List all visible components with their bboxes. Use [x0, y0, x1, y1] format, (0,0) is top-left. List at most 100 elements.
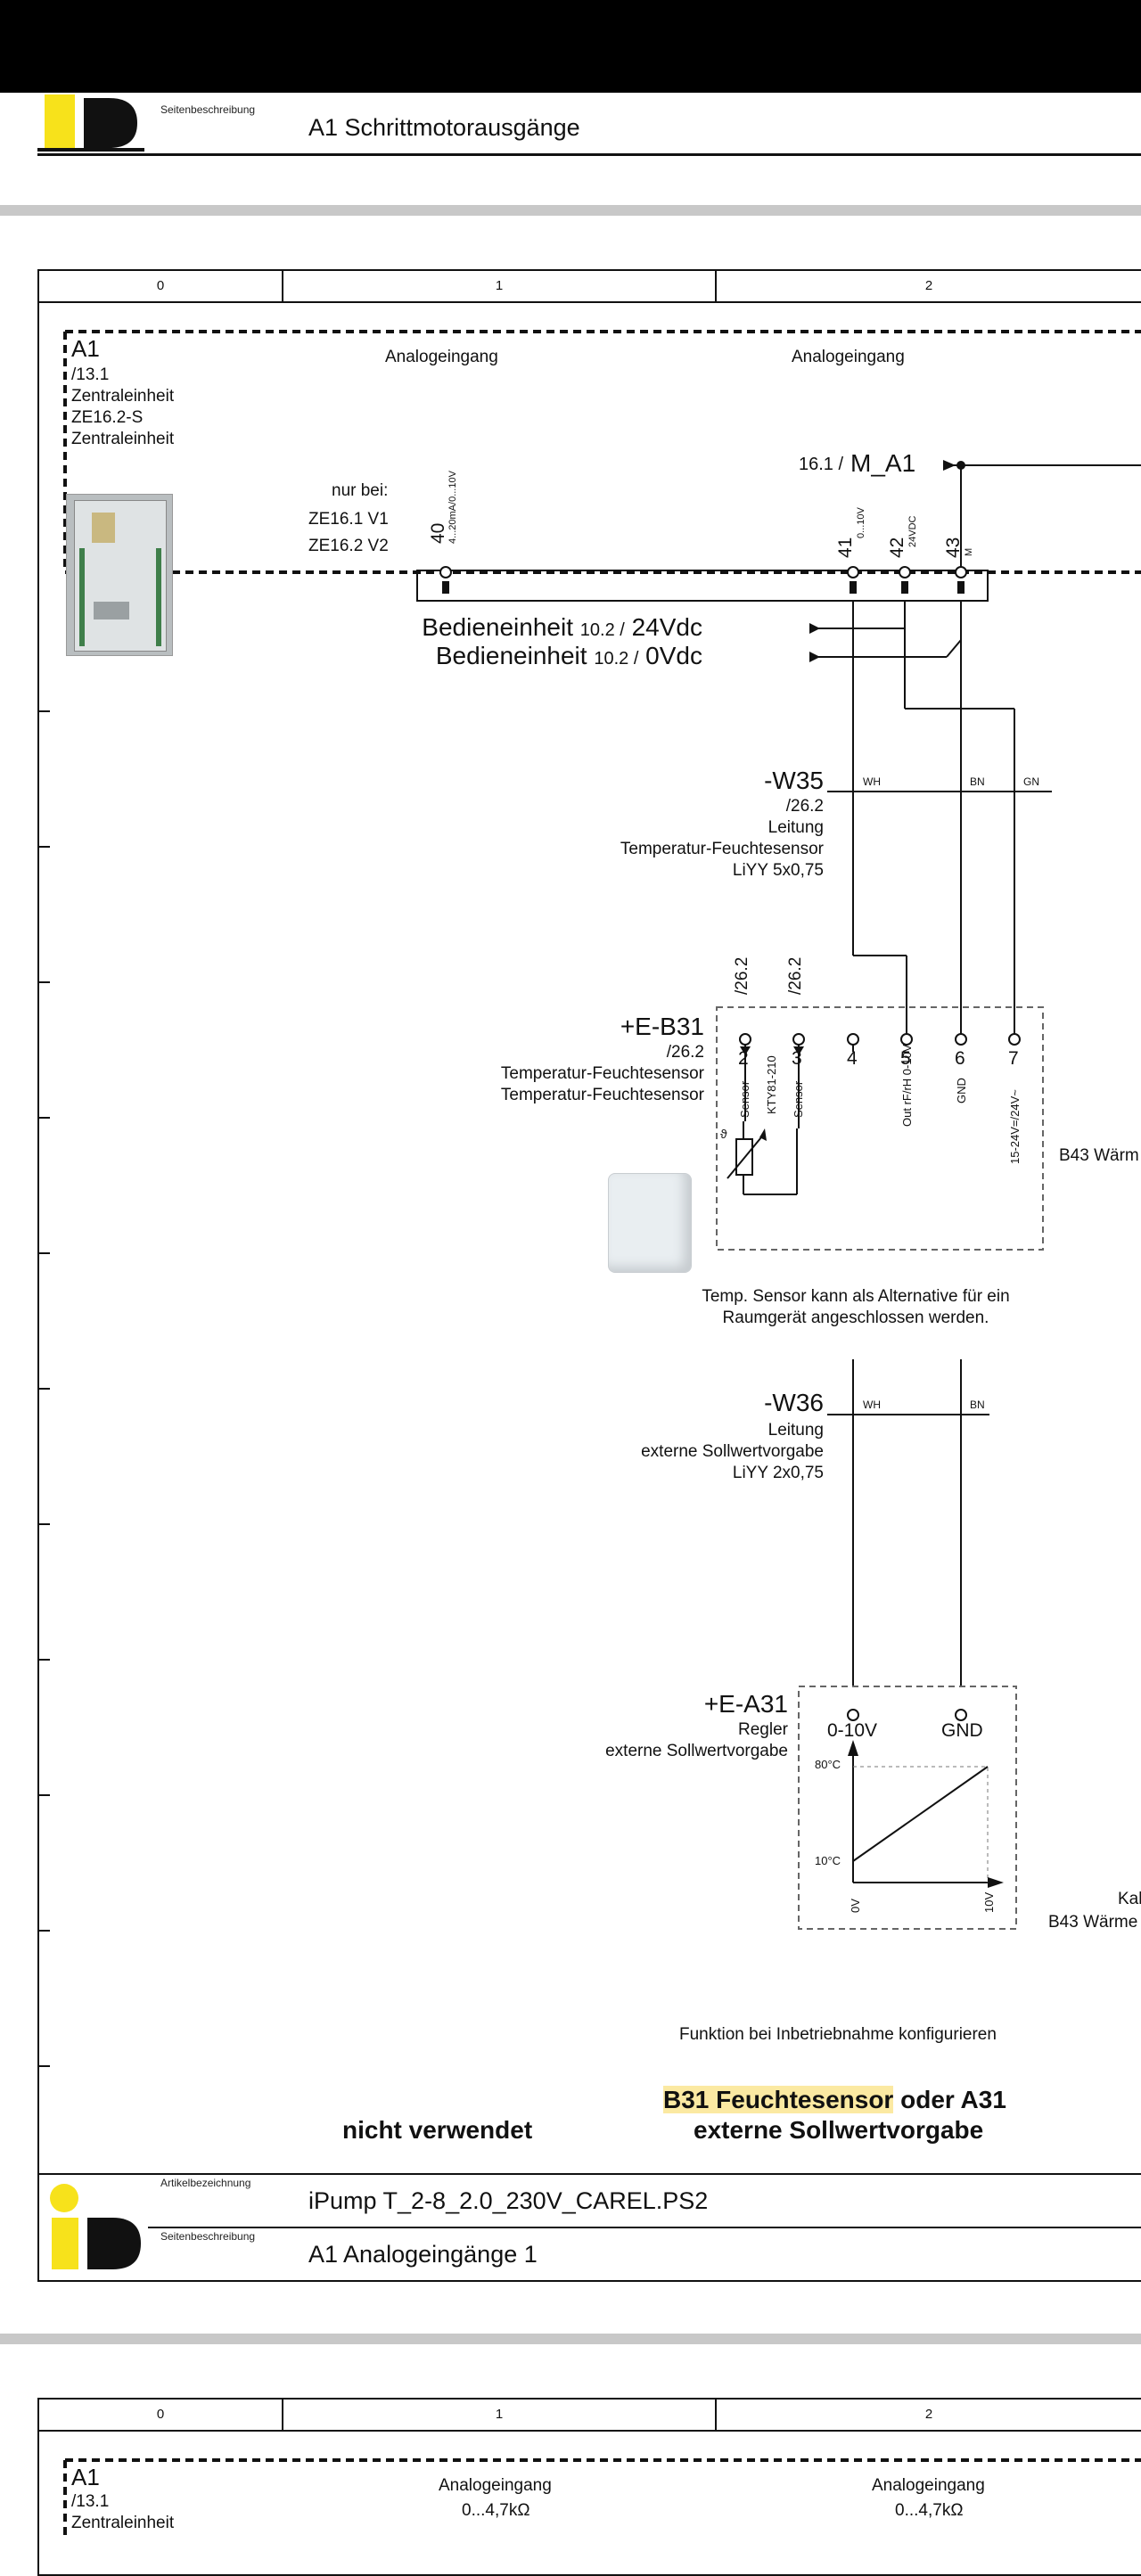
- label-not-used: nicht verwendet: [342, 2116, 533, 2144]
- w35-ref: /26.2: [785, 797, 824, 816]
- b31-desc1: Temperatur-Feuchtesensor: [500, 1064, 704, 1083]
- ze-v1-label: ZE16.1 V1: [308, 510, 389, 529]
- next-column-divider-1: [282, 2398, 283, 2431]
- w35-cable: LiYY 5x0,75: [732, 861, 824, 880]
- next-unit-name: A1: [71, 2464, 100, 2490]
- next-column-number-2: 2: [924, 2407, 933, 2422]
- next-column-divider-2: [715, 2398, 717, 2431]
- next-col2-heading: Analogeingang: [872, 2476, 985, 2495]
- w35-tag: -W35: [764, 767, 824, 794]
- terminal-42-sub: 24VDC: [907, 515, 918, 547]
- bedien2-name: Bedieneinheit: [435, 642, 587, 669]
- w36-core-wh: WH: [863, 1399, 881, 1411]
- bedien1-ref: 10.2 /: [579, 620, 625, 640]
- right-note-kal: Kal: [1118, 1890, 1141, 1908]
- w35-core-gn: GN: [1023, 775, 1039, 788]
- terminal-40-sub: 4...20mA/0...10V: [447, 471, 458, 544]
- m-a1-ref: 16.1 /: [799, 455, 844, 474]
- w36-tag: -W36: [764, 1389, 824, 1416]
- w36-desc: externe Sollwertvorgabe: [641, 1442, 824, 1461]
- option-line2: externe Sollwertvorgabe: [694, 2116, 984, 2144]
- idm-logo-top: [37, 94, 144, 152]
- footer-mid-line: [148, 2227, 1141, 2228]
- humidity-sensor-photo: [608, 1173, 692, 1273]
- b31-right-note: B43 Wärm: [1059, 1146, 1139, 1165]
- terminal-41-number: 41: [835, 537, 856, 558]
- b31-top-ref-1: /26.2: [733, 956, 751, 995]
- next-unit-ref: /13.1: [71, 2492, 110, 2511]
- option-highlight: B31 Feuchtesensor: [663, 2086, 894, 2113]
- column-divider-1: [282, 269, 283, 302]
- column-number-2: 2: [924, 278, 933, 293]
- b31-pin-4: 4: [847, 1048, 858, 1069]
- bedien2-ref: 10.2 /: [594, 649, 639, 669]
- page-separator-2: [0, 2334, 1141, 2344]
- a31-tag: +E-A31: [703, 1690, 788, 1718]
- b31-ref: /26.2: [666, 1043, 704, 1062]
- unit-name: A1: [71, 335, 100, 362]
- next-column-number-1: 1: [495, 2407, 504, 2422]
- idm-logo-footer: [50, 2184, 141, 2269]
- footer-article-value: iPump T_2-8_2.0_230V_CAREL.PS2: [308, 2187, 709, 2214]
- a31-type: Regler: [738, 1720, 788, 1739]
- controller-photo: [66, 494, 173, 656]
- right-note-b43: B43 Wärme: [1048, 1913, 1138, 1932]
- b31-pin-2: 2: [738, 1048, 749, 1069]
- theta-symbol: ϑ: [720, 1127, 727, 1141]
- next-column-header-line: [37, 2430, 1141, 2432]
- bedien1-name: Bedieneinheit: [422, 613, 573, 641]
- b31-pin-label-sensor-1: Sensor: [738, 1080, 751, 1118]
- m-a1-label: M_A1: [850, 449, 916, 477]
- col2-heading: Analogeingang: [792, 348, 905, 366]
- option-line1: B31 Feuchtesensor oder A31: [663, 2086, 1006, 2114]
- column-number-1: 1: [495, 278, 504, 293]
- config-note: Funktion bei Inbetriebnahme konfiguriere…: [679, 2025, 997, 2044]
- top-block-bottom-line: [37, 153, 1141, 156]
- a31-chart-x-left: 0V: [849, 1899, 862, 1913]
- b31-pin-label-out: Out rF/rH 0-10V: [900, 1044, 914, 1127]
- unit-line1: Zentraleinheit: [71, 387, 175, 406]
- b31-part-number: KTY81-210: [765, 1055, 778, 1114]
- b31-pin-3: 3: [792, 1048, 802, 1069]
- bedien1-signal: 24Vdc: [631, 613, 702, 641]
- b31-top-ref-2: /26.2: [786, 956, 805, 995]
- next-col1-range: 0...4,7kΩ: [462, 2501, 530, 2520]
- terminal-41-sub: 0...10V: [856, 507, 866, 538]
- ze-v2-label: ZE16.2 V2: [308, 537, 389, 555]
- col1-heading: Analogeingang: [385, 348, 498, 366]
- a31-chart-y-bottom: 10°C: [815, 1854, 841, 1867]
- temp-note-line1: Temp. Sensor kann als Alternative für ei…: [702, 1287, 1010, 1306]
- terminal-43-number: 43: [943, 537, 964, 558]
- footer-top-line: [37, 2173, 1141, 2175]
- top-header-label: Seitenbeschreibung: [160, 103, 256, 116]
- b31-pin-7: 7: [1008, 1048, 1019, 1069]
- w36-type: Leitung: [768, 1421, 824, 1440]
- bedien2-signal: 0Vdc: [645, 642, 702, 669]
- w35-core-wh: WH: [863, 775, 881, 788]
- terminal-43-sub: M: [964, 547, 974, 556]
- footer-desc-value: A1 Analogeingänge 1: [308, 2241, 538, 2268]
- column-divider-2: [715, 269, 717, 302]
- wiring-diagram: [63, 330, 1141, 1930]
- unit-line2: ZE16.2-S: [71, 408, 144, 427]
- bedien1-line: Bedieneinheit 10.2 / 24Vdc: [422, 613, 702, 642]
- unit-line3: Zentraleinheit: [71, 430, 175, 448]
- next-unit-line1: Zentraleinheit: [71, 2514, 175, 2532]
- terminal-42-number: 42: [887, 537, 907, 558]
- a31-pin-gnd: GND: [941, 1720, 983, 1741]
- footer-article-label: Artikelbezeichnung: [160, 2177, 251, 2189]
- w35-type: Leitung: [768, 818, 824, 837]
- b31-pin-label-sensor-2: Sensor: [792, 1080, 805, 1118]
- next-col1-heading: Analogeingang: [439, 2476, 552, 2495]
- b31-desc2: Temperatur-Feuchtesensor: [500, 1086, 704, 1104]
- page-separator: [0, 205, 1141, 216]
- a31-chart-y-top: 80°C: [815, 1758, 841, 1771]
- column-header-line: [37, 301, 1141, 303]
- bedien2-line: Bedieneinheit 10.2 / 0Vdc: [436, 642, 702, 670]
- w35-core-bn: BN: [970, 775, 985, 788]
- a31-desc: externe Sollwertvorgabe: [605, 1742, 788, 1760]
- terminal-40-number: 40: [428, 522, 448, 544]
- b31-tag: +E-B31: [620, 1013, 704, 1040]
- top-black-bar: [0, 0, 1141, 93]
- w35-desc: Temperatur-Feuchtesensor: [620, 840, 824, 858]
